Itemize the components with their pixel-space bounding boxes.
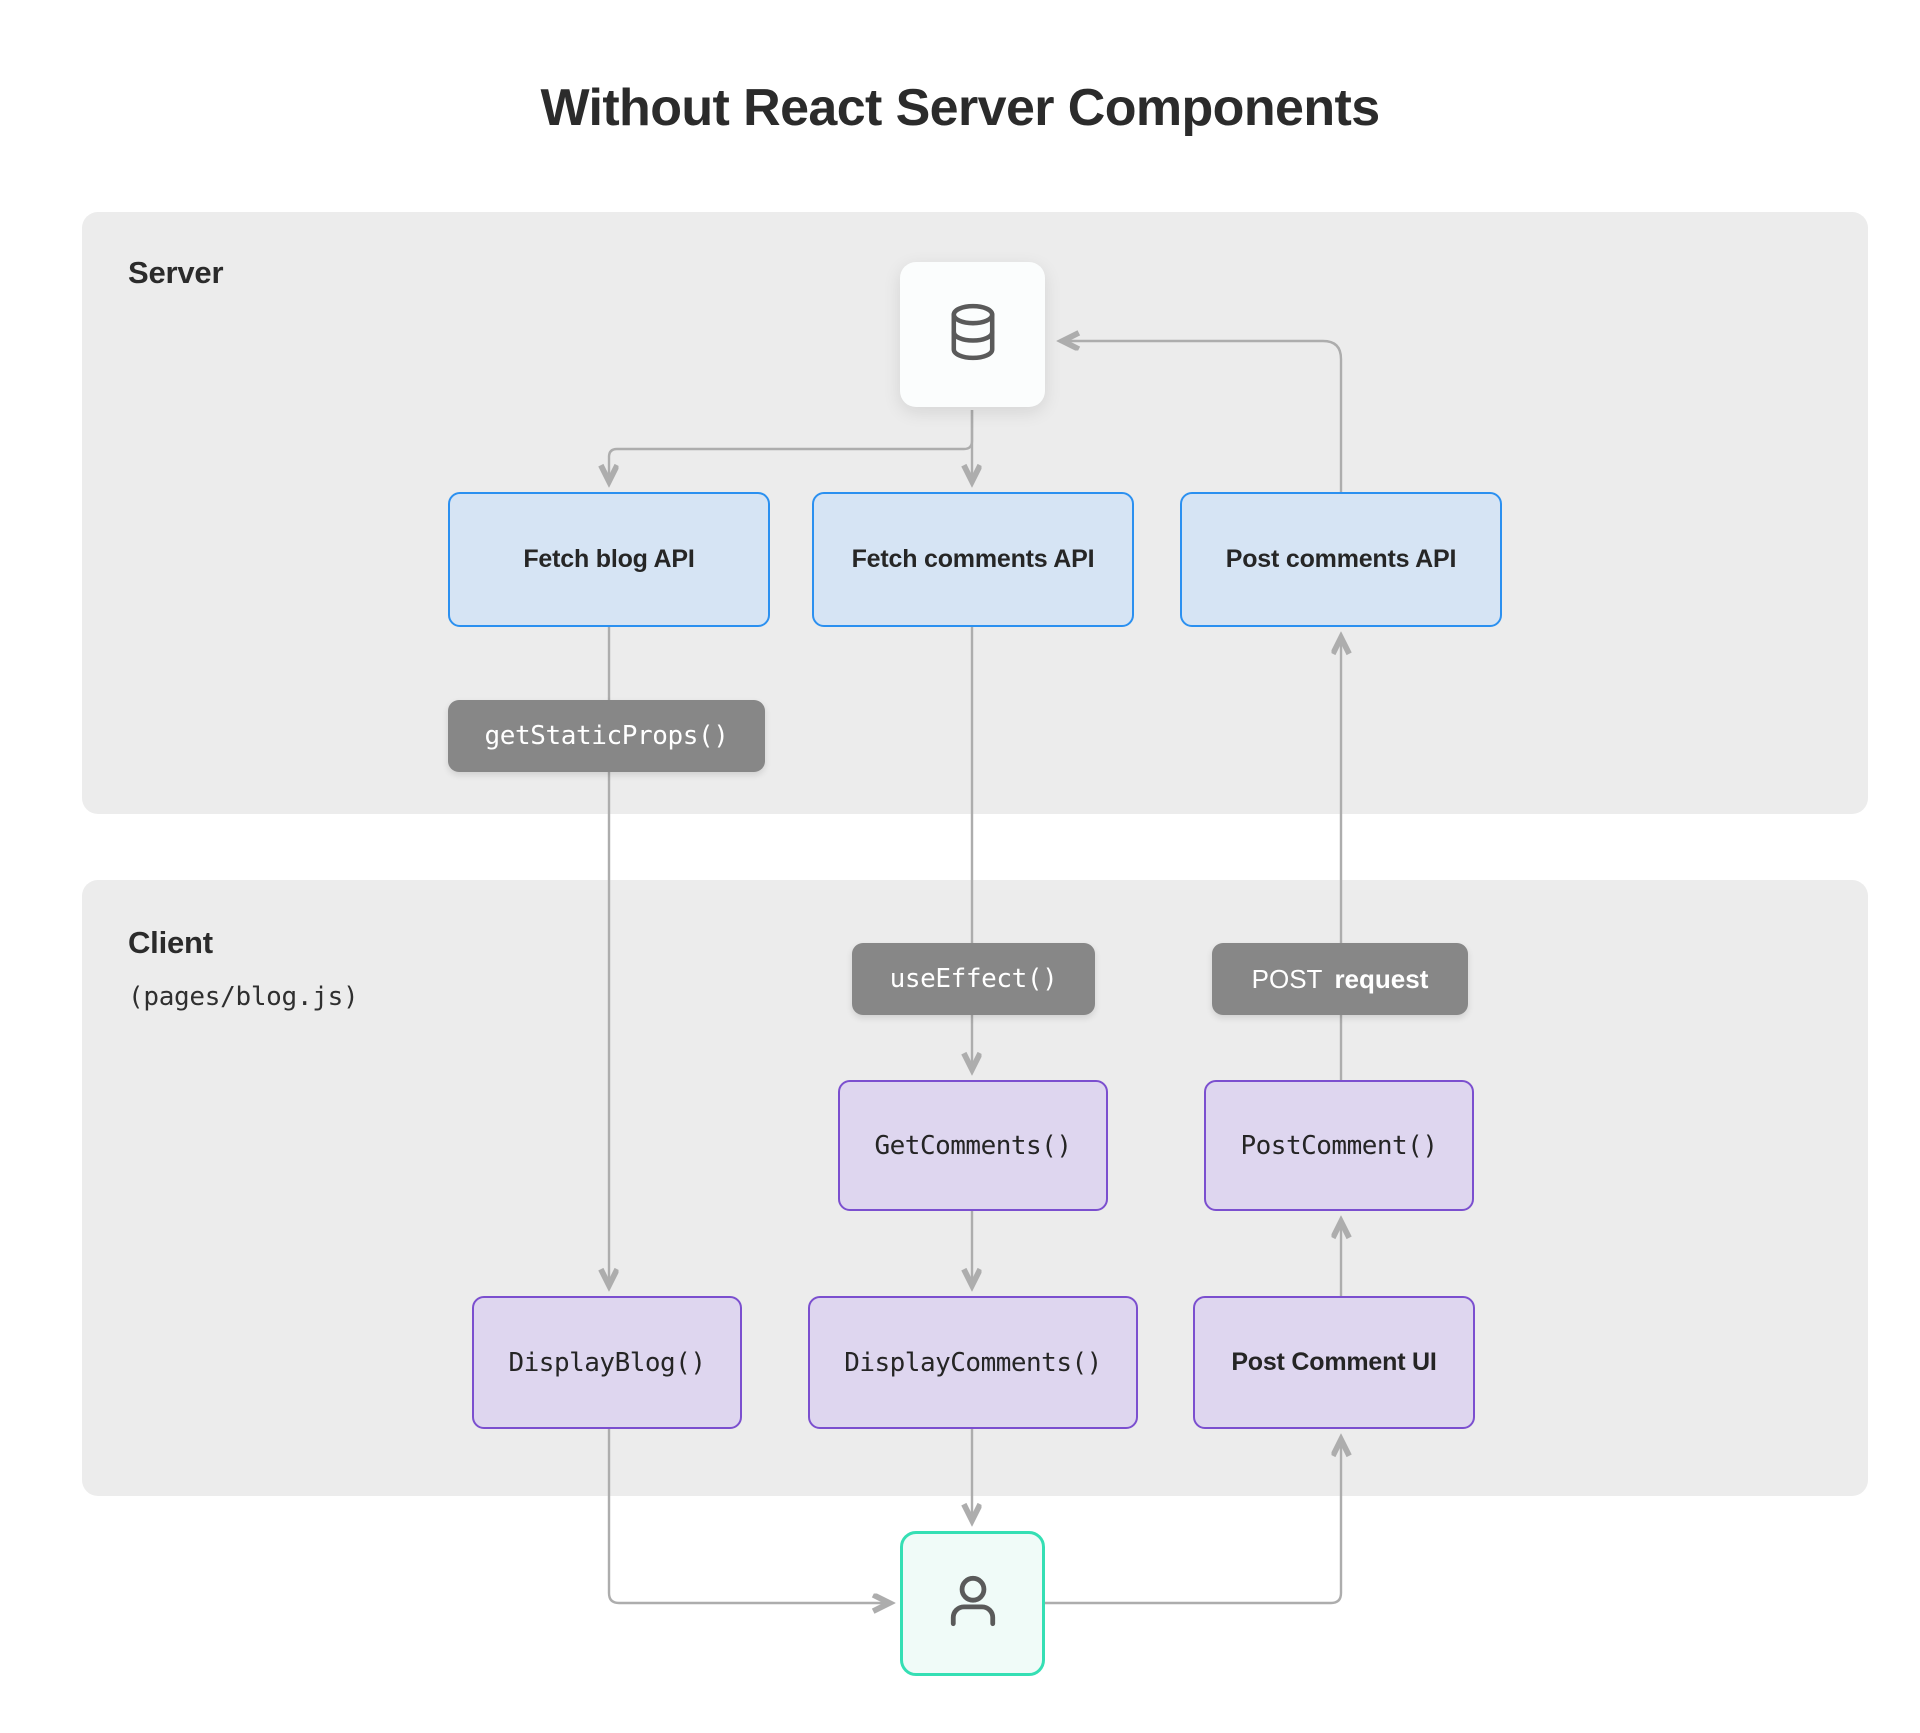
label-use-effect: useEffect() xyxy=(852,943,1095,1015)
user-node xyxy=(900,1531,1045,1676)
post-request-method: POST xyxy=(1251,963,1323,994)
node-display-comments[interactable]: DisplayComments() xyxy=(808,1296,1138,1429)
node-get-comments[interactable]: GetComments() xyxy=(838,1080,1108,1211)
node-fetch-comments-api[interactable]: Fetch comments API xyxy=(812,492,1134,627)
user-icon xyxy=(941,1569,1005,1638)
post-request-word: request xyxy=(1334,963,1429,994)
page-title: Without React Server Components xyxy=(540,79,1380,137)
node-post-comments-api[interactable]: Post comments API xyxy=(1180,492,1502,627)
node-fetch-blog-api[interactable]: Fetch blog API xyxy=(448,492,770,627)
label-post-request: POST request xyxy=(1212,943,1468,1015)
node-display-blog[interactable]: DisplayBlog() xyxy=(472,1296,742,1429)
server-lane-title: Server xyxy=(128,255,224,290)
database-icon xyxy=(941,300,1005,369)
label-get-static-props: getStaticProps() xyxy=(448,700,765,772)
database-node xyxy=(900,262,1045,407)
node-post-comment-ui[interactable]: Post Comment UI xyxy=(1193,1296,1475,1429)
client-lane-title: Client xyxy=(128,925,213,960)
node-post-comment[interactable]: PostComment() xyxy=(1204,1080,1474,1211)
client-lane-subtitle: (pages/blog.js) xyxy=(128,982,359,1012)
